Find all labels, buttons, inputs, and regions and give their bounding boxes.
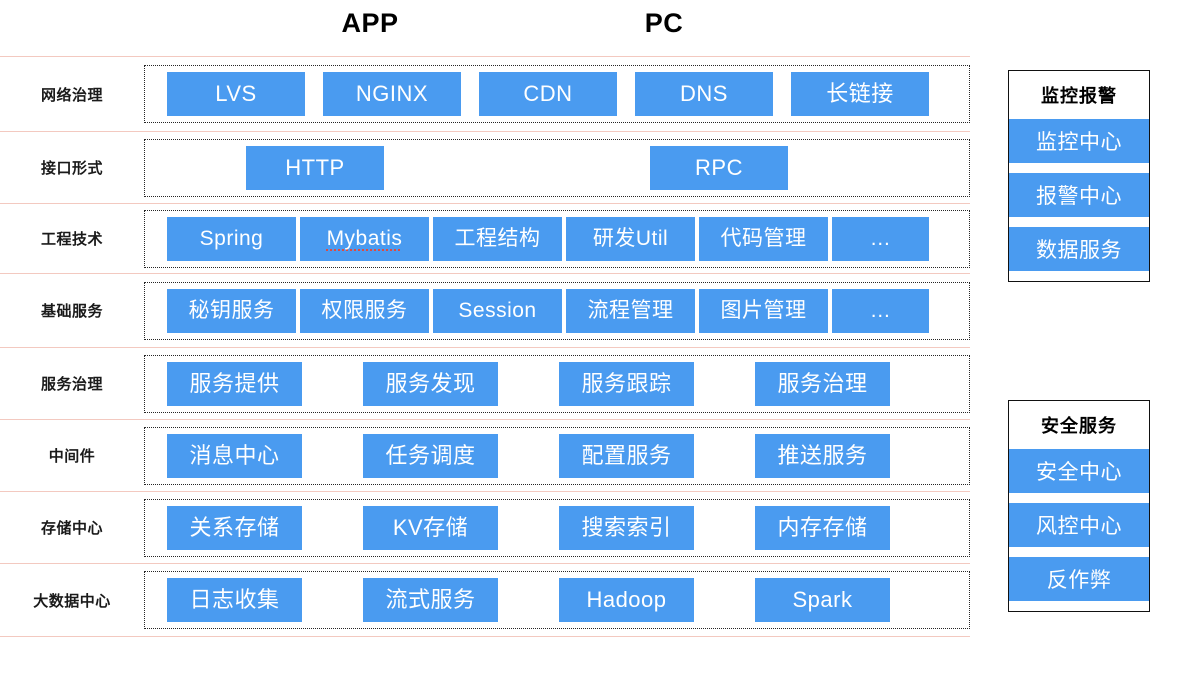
column-headings: APP PC [0, 0, 1188, 56]
component-chip[interactable]: 研发Util [566, 216, 695, 261]
side-panel-item[interactable]: 监控中心 [1009, 119, 1149, 163]
side-panel-monitoring: 监控报警监控中心报警中心数据服务 [1008, 70, 1150, 282]
component-chip[interactable]: HTTP [246, 145, 384, 190]
component-chip[interactable]: NGINX [323, 72, 461, 116]
layer-row: 服务治理 服务提供 服务发现 服务跟踪 服务治理 [0, 347, 970, 419]
component-chip[interactable]: KV存储 [363, 505, 498, 550]
side-panel-gap [1009, 217, 1149, 227]
layer-row-label: 中间件 [48, 448, 96, 465]
component-chip[interactable]: 图片管理 [699, 288, 828, 333]
component-chip[interactable]: 任务调度 [363, 433, 498, 478]
component-chip[interactable]: 内存存储 [755, 505, 890, 550]
side-panel-title: 安全服务 [1009, 401, 1149, 449]
component-chip[interactable]: 权限服务 [300, 288, 429, 333]
component-chip[interactable]: 服务提供 [167, 361, 302, 406]
component-chip[interactable]: 长链接 [791, 72, 929, 116]
side-panel-gap [1009, 493, 1149, 503]
architecture-layer-stack: 网络治理 LVS NGINX CDN DNS 长链接接口形式 HTTP RPC 工程技术 Spri… [0, 56, 970, 637]
layer-row: 中间件 消息中心 任务调度 配置服务 推送服务 [0, 419, 970, 491]
layer-row-label: 基础服务 [40, 303, 103, 320]
layer-row-chips: 消息中心 任务调度 配置服务 推送服务 [145, 428, 969, 484]
component-chip[interactable]: … [832, 216, 929, 261]
layer-row-label: 大数据中心 [33, 592, 111, 610]
side-panel-item[interactable]: 安全中心 [1009, 449, 1149, 493]
component-chip[interactable]: 日志收集 [167, 578, 302, 622]
side-panel-item[interactable]: 报警中心 [1009, 173, 1149, 217]
component-chip[interactable]: Spark [755, 578, 890, 622]
component-chip[interactable]: 代码管理 [699, 216, 828, 261]
layer-row: 大数据中心 日志收集 流式服务 Hadoop Spark [0, 563, 970, 637]
component-chip[interactable]: 服务跟踪 [559, 361, 694, 406]
component-chip[interactable]: LVS [167, 72, 305, 116]
side-panel-title: 监控报警 [1009, 71, 1149, 119]
layer-row-chips: HTTP RPC [145, 140, 969, 196]
layer-row-container: 关系存储 KV存储 搜索索引 内存存储 [144, 498, 970, 557]
side-panel-security: 安全服务安全中心风控中心反作弊 [1008, 400, 1150, 612]
layer-row-container: HTTP RPC [144, 138, 970, 197]
layer-row-container: LVS NGINX CDN DNS 长链接 [144, 65, 970, 123]
layer-row-chips: 服务提供 服务发现 服务跟踪 服务治理 [145, 356, 969, 412]
component-chip[interactable]: Session [433, 288, 562, 333]
side-panel-gap [1009, 547, 1149, 557]
component-chip[interactable]: 推送服务 [755, 433, 890, 478]
layer-row: 网络治理 LVS NGINX CDN DNS 长链接 [0, 56, 970, 131]
component-chip[interactable]: 工程结构 [433, 216, 562, 261]
component-chip[interactable]: 配置服务 [559, 433, 694, 478]
component-chip[interactable]: 搜索索引 [559, 505, 694, 550]
layer-row-label: 网络治理 [40, 86, 103, 104]
layer-row-label: 存储中心 [40, 520, 103, 537]
side-panel-gap [1009, 601, 1149, 611]
layer-row-label: 服务治理 [40, 376, 103, 393]
layer-row-label: 工程技术 [40, 231, 103, 248]
component-chip[interactable]: 流程管理 [566, 288, 695, 333]
component-chip[interactable]: … [832, 288, 929, 333]
layer-row-chips: 日志收集 流式服务 Hadoop Spark [145, 572, 969, 628]
side-panel-gap [1009, 163, 1149, 173]
component-chip[interactable]: 关系存储 [167, 505, 302, 550]
component-chip[interactable]: 秘钥服务 [167, 288, 296, 333]
component-chip[interactable]: 服务发现 [363, 361, 498, 406]
component-chip[interactable]: Hadoop [559, 578, 694, 622]
component-chip[interactable]: 服务治理 [755, 361, 890, 406]
layer-row-chips: 关系存储 KV存储 搜索索引 内存存储 [145, 500, 969, 556]
layer-row: 存储中心 关系存储 KV存储 搜索索引 内存存储 [0, 491, 970, 563]
component-chip[interactable]: 消息中心 [167, 433, 302, 478]
layer-row-container: 日志收集 流式服务 Hadoop Spark [144, 571, 970, 629]
component-chip[interactable]: 流式服务 [363, 578, 498, 622]
side-panel-item[interactable]: 数据服务 [1009, 227, 1149, 271]
component-chip[interactable]: Spring [167, 216, 296, 261]
component-chip[interactable]: CDN [479, 72, 617, 116]
side-panel-item[interactable]: 反作弊 [1009, 557, 1149, 601]
component-chip[interactable]: RPC [650, 145, 788, 190]
layer-row-container: 消息中心 任务调度 配置服务 推送服务 [144, 426, 970, 485]
side-panel-gap [1009, 271, 1149, 281]
column-heading-app: APP [341, 8, 399, 38]
layer-row-label: 接口形式 [40, 160, 103, 177]
layer-row-container: 服务提供 服务发现 服务跟踪 服务治理 [144, 354, 970, 413]
layer-row-chips: LVS NGINX CDN DNS 长链接 [145, 66, 969, 122]
component-chip[interactable]: Mybatis [300, 216, 429, 261]
column-heading-pc: PC [644, 8, 684, 38]
layer-row: 接口形式 HTTP RPC [0, 131, 970, 203]
side-panel-item[interactable]: 风控中心 [1009, 503, 1149, 547]
component-chip[interactable]: DNS [635, 72, 773, 116]
